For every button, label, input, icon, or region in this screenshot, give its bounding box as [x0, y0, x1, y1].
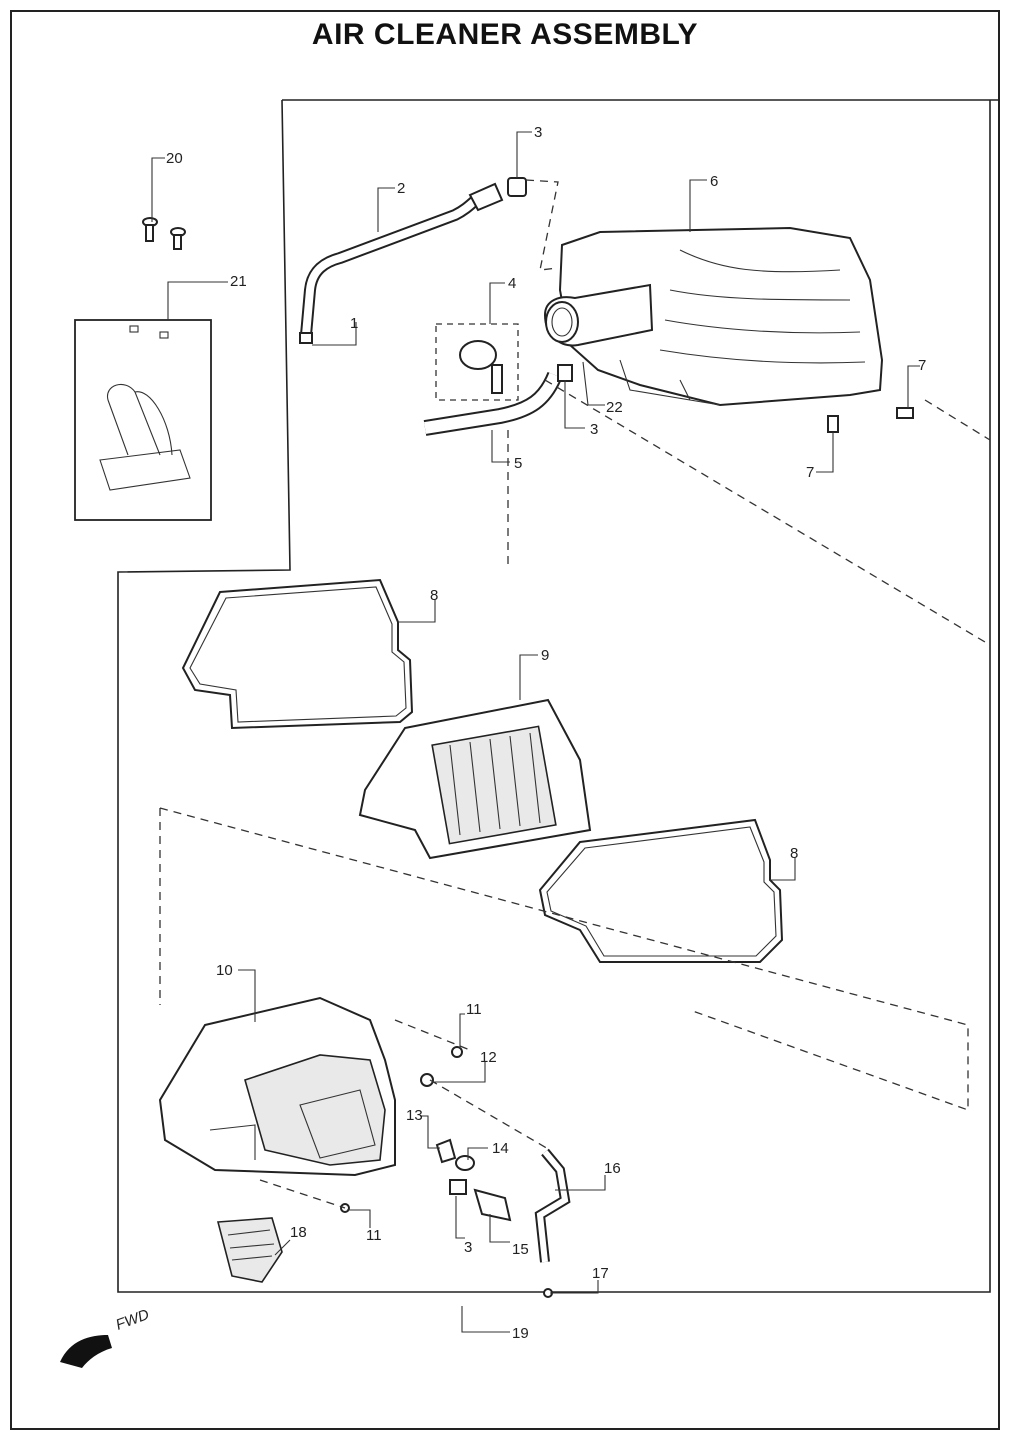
callout-17: 17: [592, 1265, 609, 1282]
callout-18: 18: [290, 1224, 307, 1241]
callout-1: 1: [350, 315, 358, 332]
callout-21: 21: [230, 273, 247, 290]
callout-9: 9: [541, 647, 549, 664]
callout-3-bottom: 3: [464, 1239, 472, 1256]
callout-16: 16: [604, 1160, 621, 1177]
gasket-upper: [181, 578, 414, 730]
small-parts: [340, 1046, 553, 1298]
callout-19: 19: [512, 1325, 529, 1342]
fwd-label: FWD: [114, 1306, 152, 1334]
callout-6: 6: [710, 173, 718, 190]
callout-5: 5: [514, 455, 522, 472]
fwd-arrow: [60, 1335, 112, 1368]
foam-pad: [216, 1217, 283, 1283]
callout-15: 15: [512, 1241, 529, 1258]
callout-20: 20: [166, 150, 183, 167]
callout-3-top: 3: [534, 124, 542, 141]
inlet-hose: [423, 364, 573, 436]
callout-2: 2: [397, 180, 405, 197]
bolts-20: [142, 217, 186, 250]
hose-clamp: [459, 340, 503, 394]
callout-14: 14: [492, 1140, 509, 1157]
callout-11-top: 11: [466, 1001, 482, 1018]
upper-case: [543, 226, 884, 407]
callout-labels: 20 21 2 1 3 4 5 3 22 6 7 7 8 9 8 10 11 1…: [166, 124, 926, 1342]
callout-4: 4: [508, 275, 516, 292]
lower-case: [158, 996, 396, 1177]
callout-10: 10: [216, 962, 233, 979]
breather-hose: [299, 182, 504, 344]
diagram-title: AIR CLEANER ASSEMBLY: [311, 18, 699, 51]
clamp-top: [507, 177, 527, 197]
callout-22: 22: [606, 399, 623, 416]
clamp-box: [435, 323, 519, 401]
page-border: [10, 10, 1000, 1430]
drain-tube: [534, 1148, 571, 1263]
gasket-lower: [538, 818, 784, 963]
assembly-frame: [117, 99, 999, 1293]
callout-7-left: 7: [806, 464, 814, 481]
dash-lower: [159, 807, 969, 1111]
callout-3-mid: 3: [590, 421, 598, 438]
air-filter: [358, 698, 592, 860]
callout-12: 12: [480, 1049, 497, 1066]
callout-8-upper: 8: [430, 587, 438, 604]
dash-top: [525, 179, 559, 271]
dash-small: [259, 1019, 551, 1209]
screws-7: [827, 407, 914, 433]
callout-11-bottom: 11: [366, 1227, 382, 1244]
inset-box: [74, 319, 212, 521]
dash-right: [544, 379, 991, 646]
callout-13: 13: [406, 1107, 423, 1124]
bracket-part: [99, 325, 191, 491]
leader-lines: [151, 131, 920, 1333]
callout-7-right: 7: [918, 357, 926, 374]
callout-8-lower: 8: [790, 845, 798, 862]
